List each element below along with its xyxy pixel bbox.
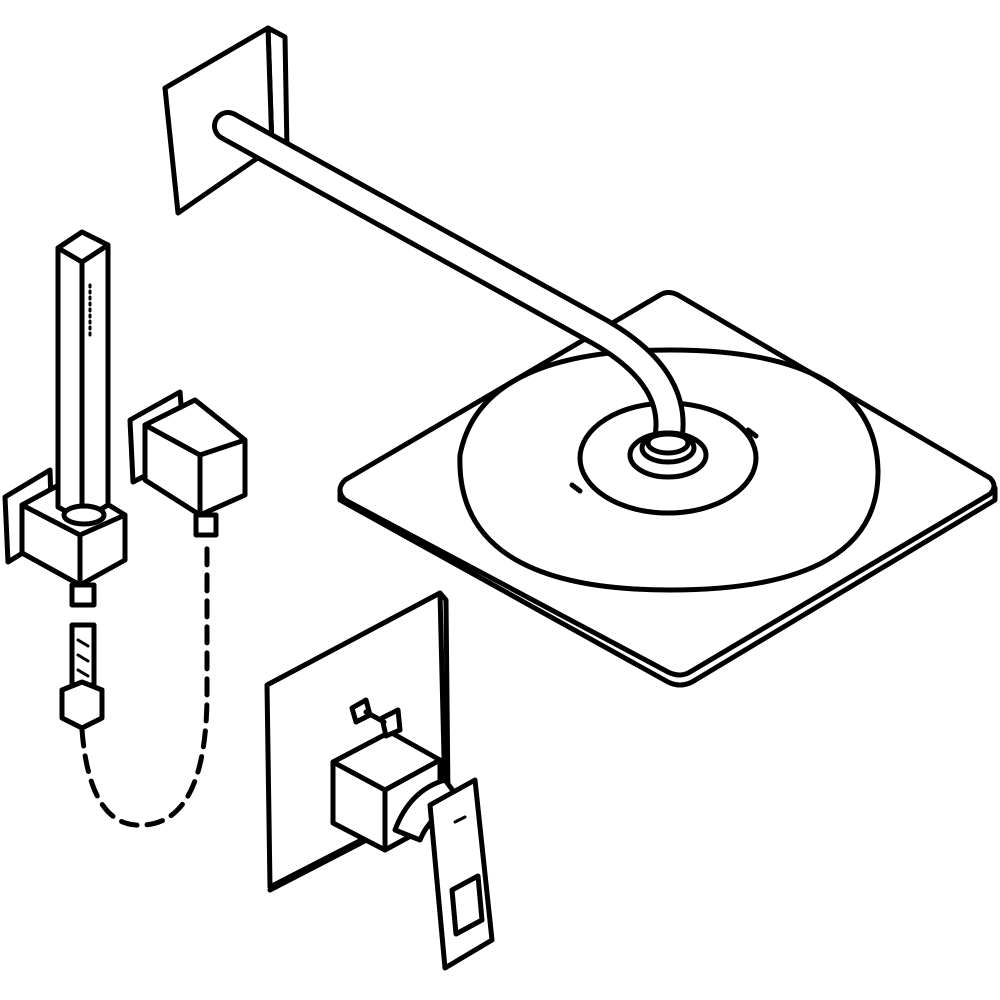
- mixer-wall-plate: [264, 590, 451, 893]
- spray-area-outline: [457, 347, 881, 593]
- head-shower: [337, 290, 998, 688]
- hose-nut: [59, 679, 105, 731]
- hand-shower: [55, 229, 111, 527]
- wall-outlet-elbow: [127, 389, 248, 538]
- hand-shower-holder: [2, 467, 128, 608]
- shower-hose: [59, 537, 210, 828]
- mixer-lever: [392, 777, 495, 971]
- shower-arm: [212, 110, 709, 480]
